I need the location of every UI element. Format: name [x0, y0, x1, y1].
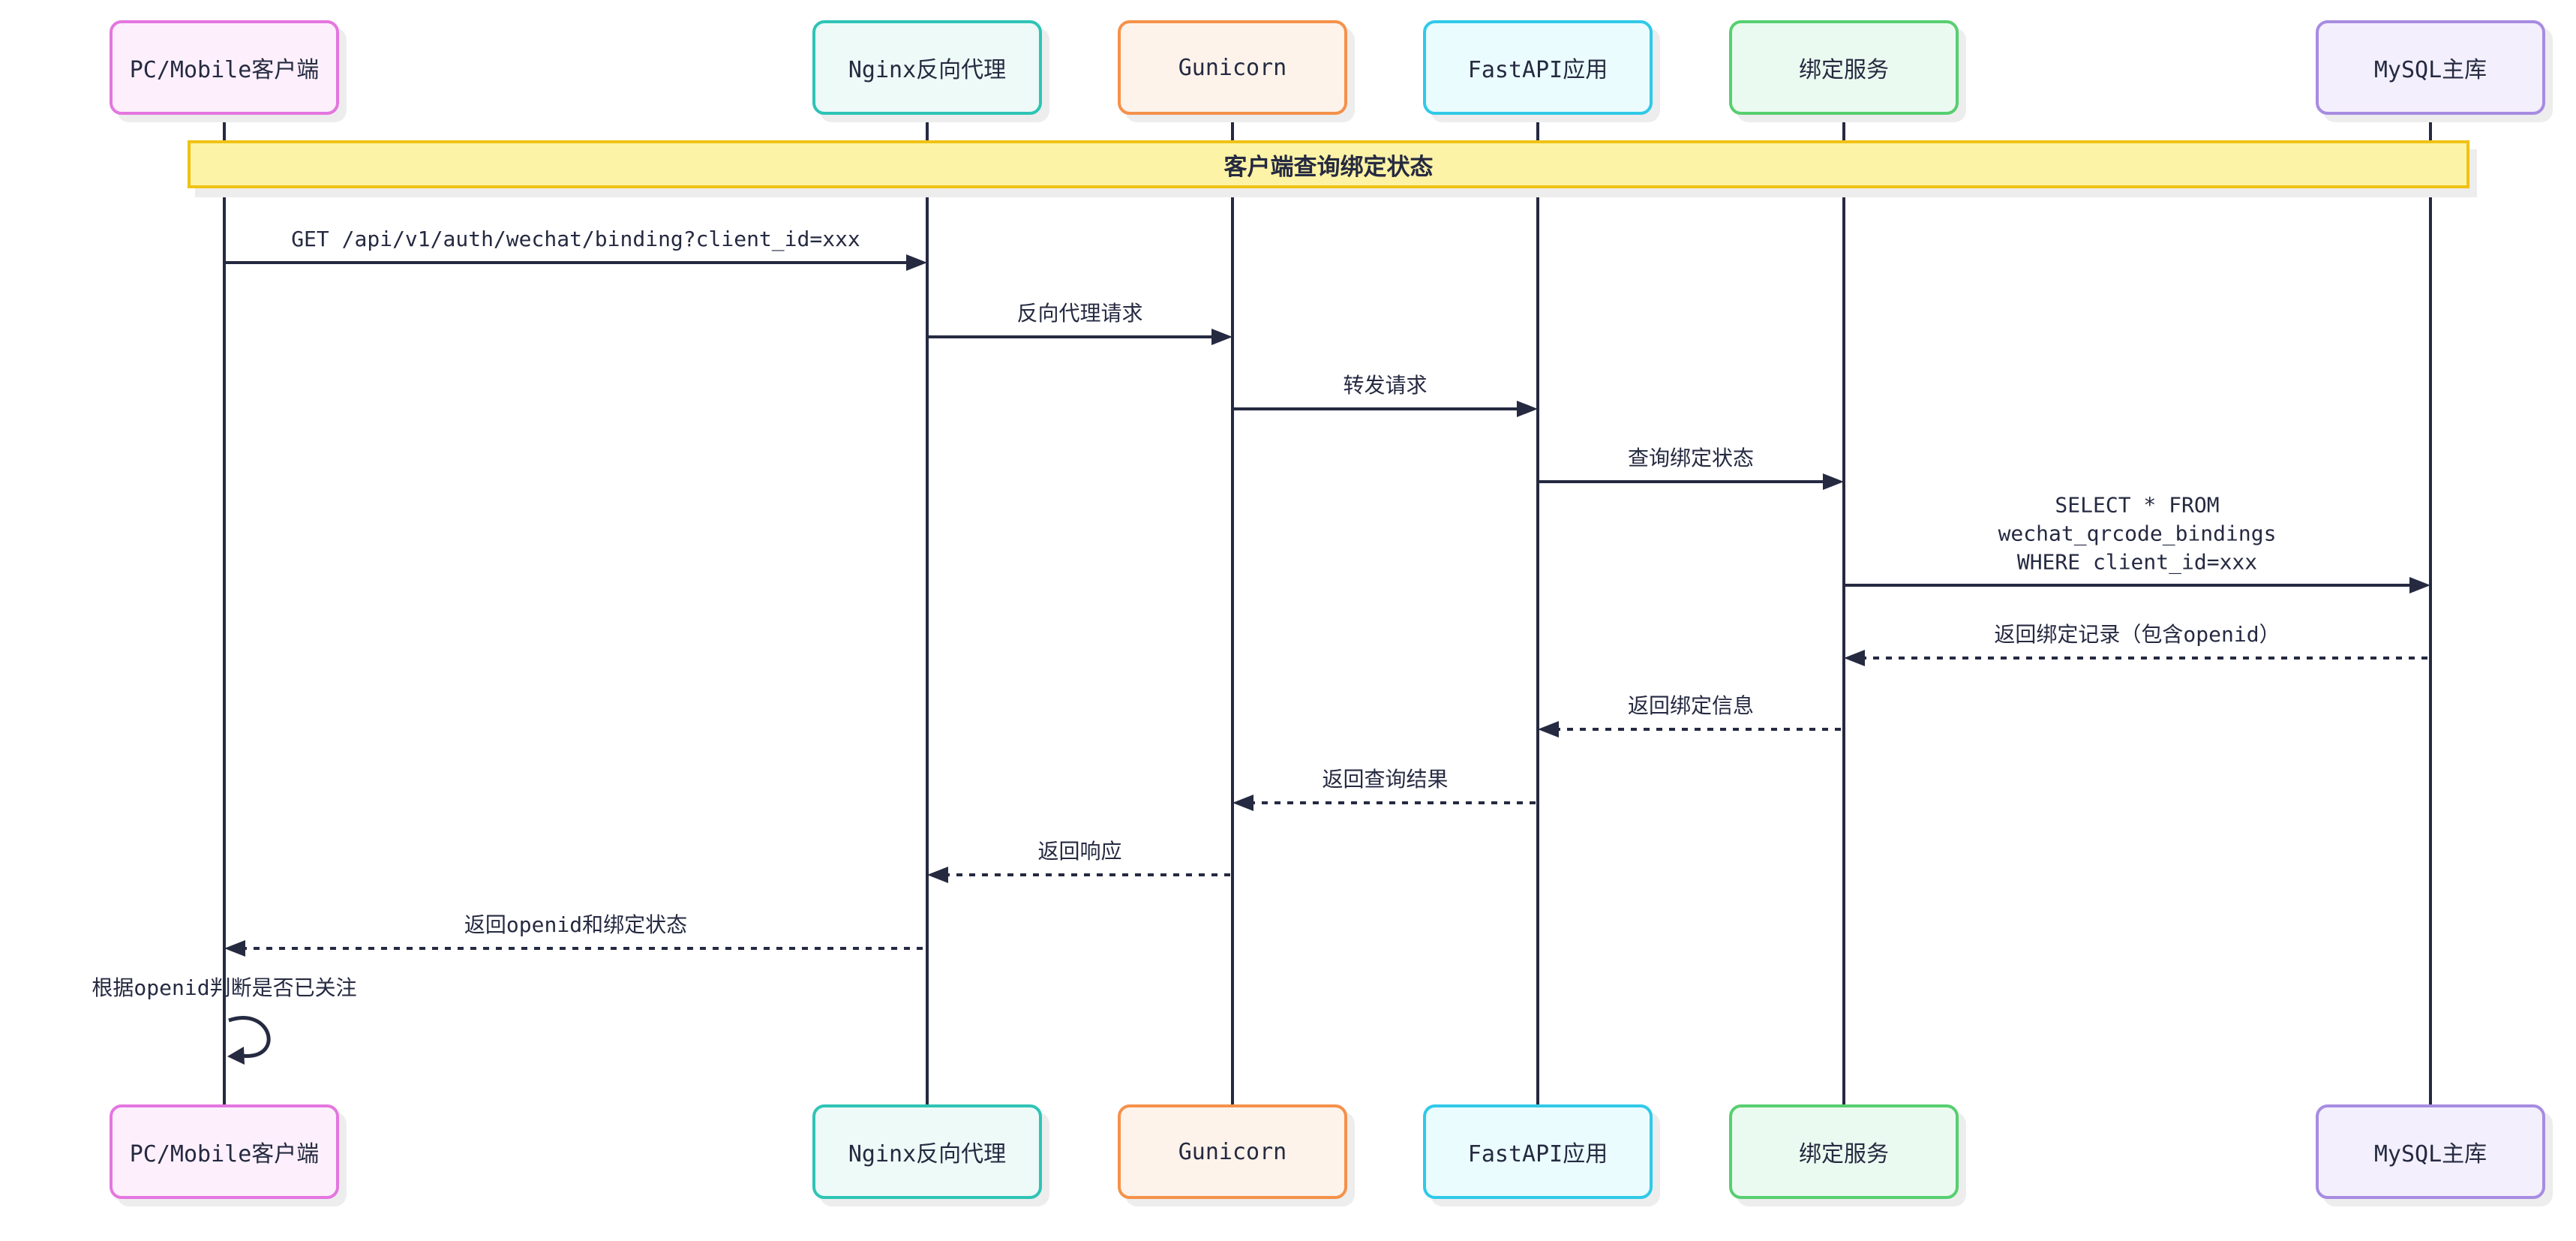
- message-arrowhead: [1844, 650, 1865, 666]
- message-arrowhead: [927, 867, 948, 883]
- actor-label: Nginx反向代理: [848, 1141, 1007, 1167]
- message-label: 查询绑定状态: [1627, 446, 1755, 471]
- actor-box-top-mysql: MySQL主库: [2316, 20, 2545, 115]
- diagram-title: 客户端查询绑定状态: [1223, 153, 1434, 181]
- lifeline-mysql: [2429, 113, 2432, 1106]
- message-label: 反向代理请求: [1016, 301, 1143, 326]
- actor-label: FastAPI应用: [1467, 57, 1608, 83]
- message-label: GET /api/v1/auth/wechat/binding?client_i…: [291, 227, 860, 252]
- lifeline-fastapi: [1536, 113, 1539, 1106]
- message-line: [944, 873, 1232, 876]
- lifeline-gunicorn: [1231, 113, 1234, 1106]
- message-line: [1538, 480, 1827, 483]
- lifeline-client: [223, 113, 226, 1106]
- actor-label: PC/Mobile客户端: [129, 1141, 320, 1167]
- actor-box-top-binding: 绑定服务: [1729, 20, 1959, 115]
- actor-label: MySQL主库: [2373, 1141, 2487, 1167]
- actor-label: Nginx反向代理: [848, 57, 1007, 83]
- message-arrowhead: [1232, 795, 1253, 811]
- actor-box-top-gunicorn: Gunicorn: [1118, 20, 1347, 115]
- actor-box-bottom-fastapi: FastAPI应用: [1423, 1104, 1653, 1199]
- message-label: 返回响应: [1037, 839, 1122, 864]
- message-line: [1232, 407, 1521, 410]
- actor-box-bottom-client: PC/Mobile客户端: [110, 1104, 339, 1199]
- message-label: 返回绑定记录（包含openid）: [1994, 622, 2280, 648]
- message-arrowhead: [906, 254, 927, 271]
- actor-box-top-client: PC/Mobile客户端: [110, 20, 339, 115]
- actor-label: FastAPI应用: [1467, 1141, 1608, 1167]
- message-line: [927, 335, 1216, 338]
- actor-box-bottom-nginx: Nginx反向代理: [812, 1104, 1042, 1199]
- message-arrowhead: [224, 940, 245, 957]
- message-label: 返回绑定信息: [1627, 693, 1755, 719]
- actor-box-bottom-gunicorn: Gunicorn: [1118, 1104, 1347, 1199]
- message-arrowhead: [1538, 721, 1559, 738]
- message-label: 转发请求: [1343, 373, 1428, 398]
- actor-label: Gunicorn: [1178, 54, 1287, 81]
- self-message-label: 根据openid判断是否已关注: [92, 975, 357, 1001]
- self-loop-arrow: [226, 1013, 295, 1077]
- message-arrowhead: [2409, 577, 2430, 593]
- actor-label: MySQL主库: [2373, 57, 2487, 83]
- message-line: [1249, 801, 1538, 804]
- actor-label: Gunicorn: [1178, 1138, 1287, 1165]
- message-line: [1844, 584, 2414, 587]
- actor-box-top-nginx: Nginx反向代理: [812, 20, 1042, 115]
- actor-label: 绑定服务: [1799, 1141, 1889, 1167]
- message-arrowhead: [1823, 473, 1844, 490]
- message-line: [1554, 728, 1844, 731]
- lifeline-binding: [1842, 113, 1845, 1106]
- message-label: 返回openid和绑定状态: [464, 912, 688, 938]
- message-arrowhead: [1211, 329, 1232, 345]
- actor-box-bottom-binding: 绑定服务: [1729, 1104, 1959, 1199]
- lifeline-nginx: [926, 113, 929, 1106]
- actor-label: 绑定服务: [1799, 57, 1889, 83]
- message-label: SELECT * FROM wechat_qrcode_bindings WHE…: [1998, 492, 2277, 575]
- actor-box-top-fastapi: FastAPI应用: [1423, 20, 1653, 115]
- message-line: [224, 261, 911, 264]
- message-line: [1860, 657, 2430, 660]
- actor-box-bottom-mysql: MySQL主库: [2316, 1104, 2545, 1199]
- message-label: 返回查询结果: [1322, 767, 1449, 792]
- title-banner: 客户端查询绑定状态: [188, 140, 2469, 188]
- actor-label: PC/Mobile客户端: [129, 57, 320, 83]
- message-line: [241, 947, 927, 950]
- message-arrowhead: [1517, 401, 1538, 417]
